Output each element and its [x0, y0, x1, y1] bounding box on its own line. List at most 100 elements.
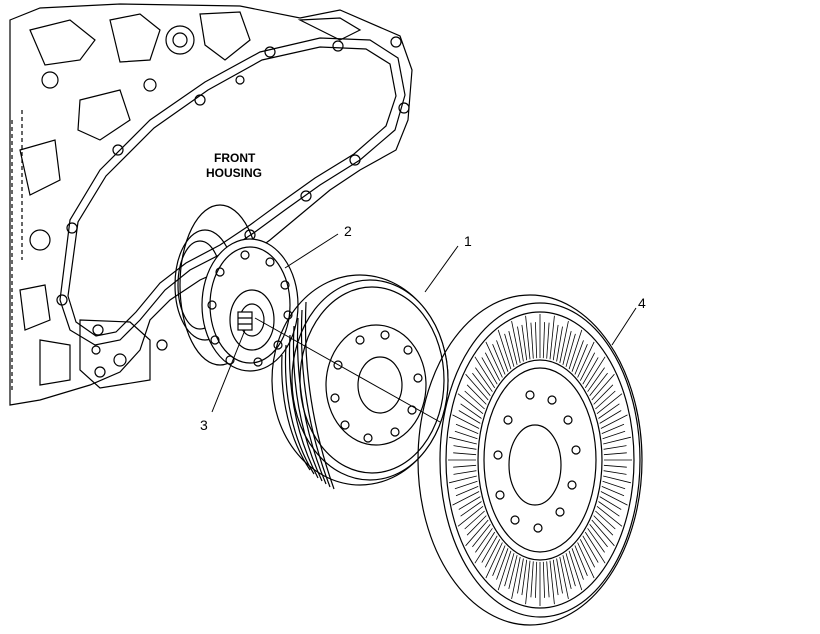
damper-hatch-line — [599, 410, 622, 424]
damper-hatch-line — [577, 341, 595, 378]
center-axis-line — [254, 317, 441, 423]
damper-hatch-line — [455, 486, 479, 497]
damper-hatch-line — [472, 372, 491, 397]
damper-hatch-line — [549, 315, 555, 360]
damper-hatch-line — [591, 519, 615, 547]
damper-hatch-line — [497, 550, 512, 591]
damper-hatch-line — [496, 340, 509, 372]
damper-hatch-line — [504, 333, 515, 367]
damper-hatch-line — [460, 501, 482, 517]
damper-hatch-line — [603, 445, 627, 450]
damper-hatch-line — [584, 356, 606, 389]
damper-hatch-line — [556, 558, 563, 594]
callout-1: 1 — [464, 233, 472, 249]
damper-hatch-line — [460, 403, 482, 419]
vibration-damper — [417, 294, 643, 626]
damper-hatch-line — [565, 553, 576, 587]
damper-hatch-line — [602, 480, 626, 490]
damper-hatch-line — [485, 341, 503, 378]
damper-hatch-line — [568, 550, 583, 591]
damper-hatch-line — [458, 496, 481, 510]
damper-hatch-line — [474, 356, 496, 389]
callout-3: 3 — [200, 417, 208, 433]
damper-hatch-line — [603, 452, 627, 456]
damper-hatch-line — [600, 414, 628, 429]
damper-hatch-line — [465, 519, 489, 547]
leader-line-2 — [284, 233, 339, 269]
damper-hatch-line — [485, 542, 503, 579]
damper-hatch-line — [562, 555, 572, 589]
damper-hatch-line — [571, 340, 584, 372]
damper-hatch-line — [603, 464, 627, 468]
damper-hatch-line — [587, 528, 605, 553]
damper-hatch-line — [452, 414, 480, 429]
damper-hatch-line — [598, 501, 620, 517]
damper-hatch-line — [475, 528, 493, 553]
damper-hatch-line — [542, 322, 545, 359]
damper-hatch-line — [464, 390, 485, 410]
damper-hatch-line — [596, 505, 623, 527]
damper-hatch-line — [584, 531, 606, 564]
damper-hatch-line — [546, 322, 550, 359]
damper-hatch-line — [454, 430, 478, 440]
damper-hatch-line — [579, 352, 596, 381]
leader-line-3 — [211, 329, 246, 413]
damper-hatch-line — [472, 523, 491, 548]
damper-hatch-line — [595, 390, 616, 410]
damper-hatch-line — [562, 331, 572, 365]
damper-hatch-line — [574, 545, 588, 576]
damper-hatch-line — [517, 326, 524, 362]
damper-hatch-line — [521, 324, 528, 361]
damper-hatch-line — [475, 367, 493, 392]
damper-hatch-line — [599, 496, 622, 510]
damper-hatching — [448, 314, 632, 606]
damper-hatch-line — [457, 505, 484, 527]
damper-hatch-line — [571, 548, 584, 580]
damper-hatch-line — [525, 560, 531, 605]
damper-hatch-line — [453, 445, 477, 450]
damper-hatch-line — [603, 475, 631, 484]
damper-hatch-line — [508, 331, 518, 365]
damper-hatch-line — [535, 561, 538, 598]
damper-hatch-line — [521, 559, 528, 596]
crankshaft-pulley — [271, 274, 449, 490]
damper-hatch-line — [559, 556, 569, 599]
damper-hatch-line — [530, 322, 534, 359]
damper-hatch-line — [593, 384, 614, 405]
damper-hatch-line — [453, 452, 477, 456]
engine-block — [9, 3, 413, 406]
damper-hatch-line — [565, 333, 576, 367]
damper-hatch-line — [504, 553, 515, 587]
damper-hatch-line — [484, 539, 501, 568]
damper-hatch-line — [453, 470, 477, 475]
damper-hatch-line — [453, 464, 477, 468]
crankshaft-hub — [179, 204, 299, 372]
damper-hatch-line — [497, 329, 512, 370]
damper-hatch-line — [530, 561, 534, 598]
damper-hatch-line — [464, 510, 485, 530]
damper-hatch-line — [481, 357, 498, 385]
damper-hatch-line — [602, 430, 626, 440]
leader-line-4 — [611, 307, 637, 346]
damper-hatch-line — [458, 410, 481, 424]
damper-hatch-line — [449, 436, 477, 445]
damper-hatch-line — [601, 423, 625, 434]
damper-hatch-line — [452, 491, 480, 506]
damper-hatch-line — [589, 372, 608, 397]
damper-hatch-line — [517, 558, 524, 594]
damper-hatch-line — [457, 393, 484, 415]
damper-hatch-line — [587, 367, 605, 392]
damper-hatch-line — [568, 329, 583, 370]
damper-hatch-line — [603, 436, 631, 445]
damper-hatch-line — [601, 486, 625, 497]
leader-line-1 — [424, 245, 459, 293]
damper-hatch-line — [596, 393, 623, 415]
damper-hatch-line — [549, 560, 555, 605]
damper-hatch-line — [449, 475, 477, 484]
callout-2: 2 — [344, 223, 352, 239]
damper-hatch-line — [589, 523, 608, 548]
damper-hatch-line — [603, 470, 627, 475]
damper-hatch-line — [591, 373, 615, 401]
damper-hatch-line — [484, 352, 501, 381]
